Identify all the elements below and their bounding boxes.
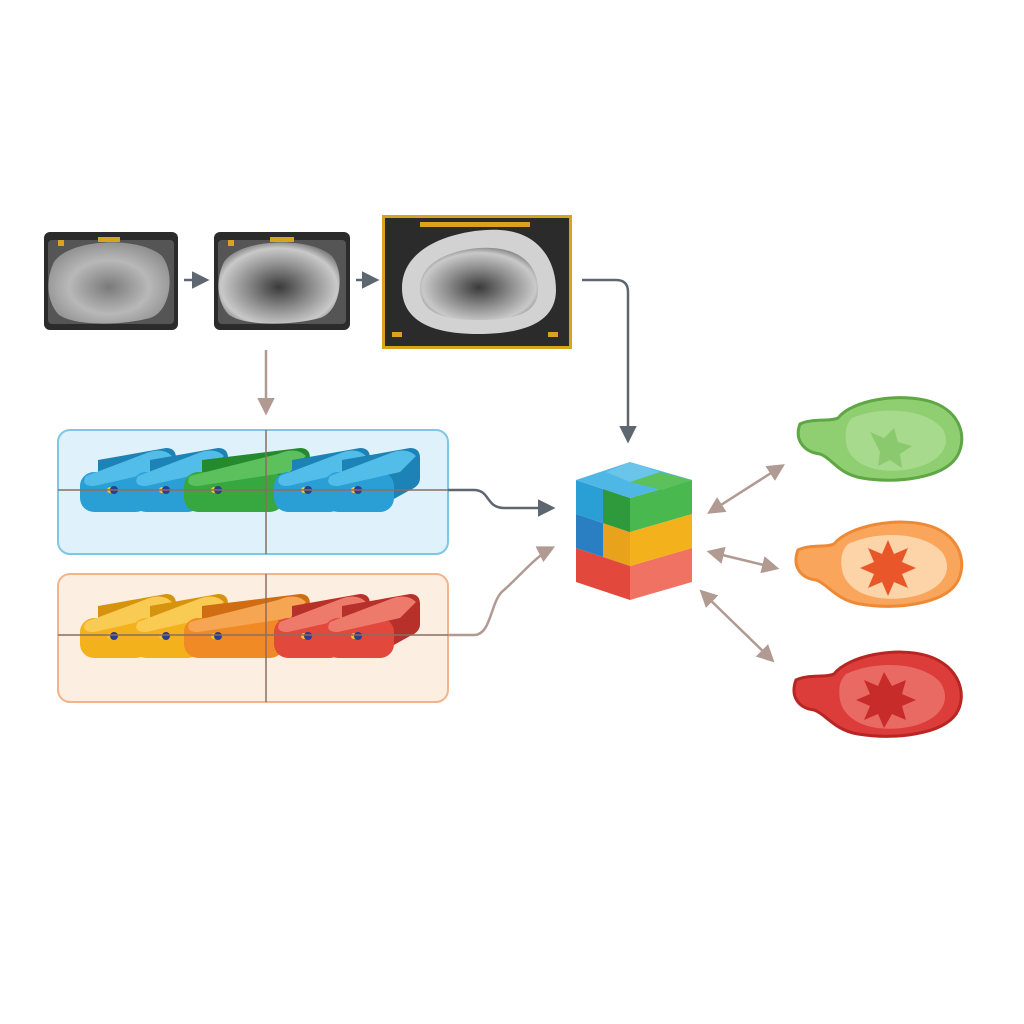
arrow-cool-panel-to-cube bbox=[448, 488, 556, 517]
warm-block-row bbox=[80, 594, 420, 658]
scan-slice-1 bbox=[44, 232, 178, 330]
green-organ-blob-icon bbox=[796, 396, 964, 482]
arrow-warm-panel-to-cube bbox=[448, 546, 556, 637]
stacked-cube-icon bbox=[576, 462, 692, 600]
scan-slice-3-highlighted bbox=[382, 215, 572, 349]
arrow-scan3-to-cube bbox=[582, 278, 637, 444]
arrow-cube-to-output-2 bbox=[706, 546, 780, 574]
scan-slice-2 bbox=[214, 232, 350, 330]
block-cyan bbox=[324, 448, 420, 512]
orange-organ-blob-icon bbox=[794, 520, 964, 608]
cool-block-row bbox=[80, 448, 420, 512]
block-red bbox=[324, 594, 420, 658]
arrow-cube-to-output-3 bbox=[699, 589, 775, 663]
warm-block-panel bbox=[57, 573, 449, 703]
block-orange bbox=[184, 594, 310, 658]
cool-block-panel bbox=[57, 429, 449, 555]
arrow-cube-to-output-1 bbox=[707, 464, 785, 514]
red-organ-blob-icon bbox=[792, 650, 963, 738]
